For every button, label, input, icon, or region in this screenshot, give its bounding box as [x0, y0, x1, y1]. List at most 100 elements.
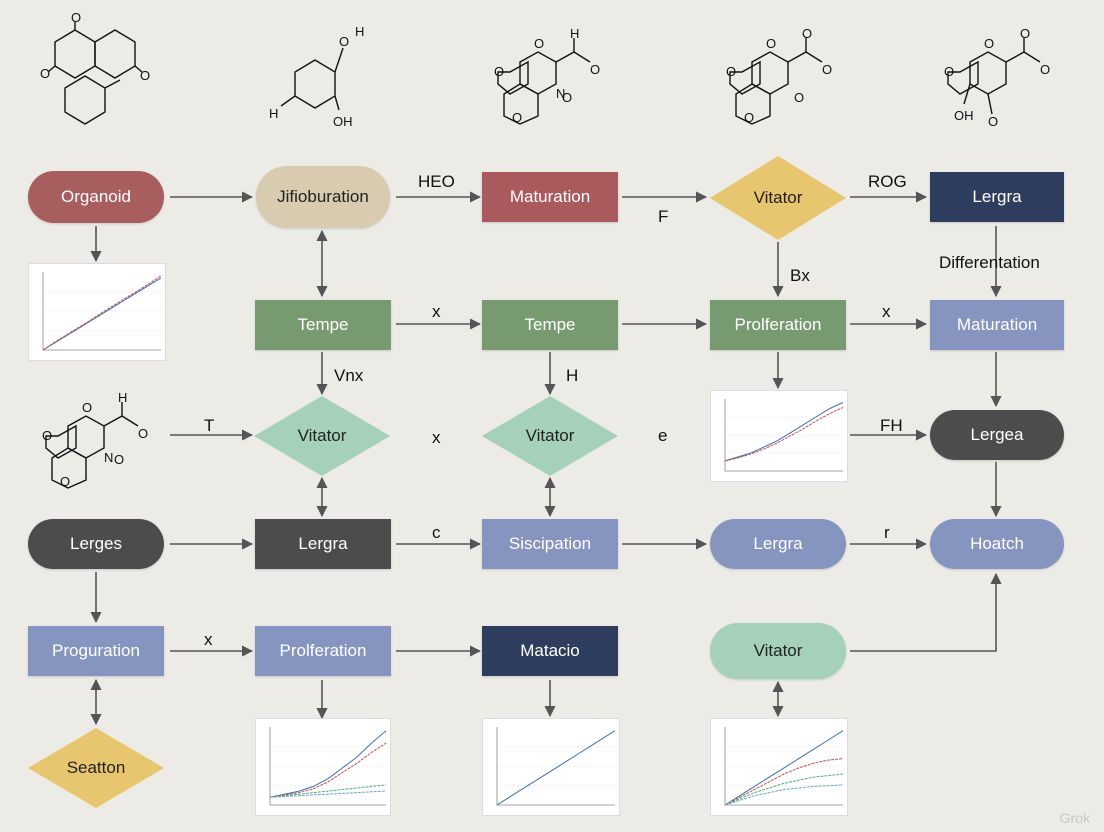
chart-series-line [269, 784, 387, 798]
chart-axis [269, 727, 386, 806]
svg-text:O: O [766, 36, 776, 51]
lergra-node-top[interactable]: Lergra [930, 172, 1064, 222]
svg-text:H: H [118, 392, 127, 405]
edge-label-rog: ROG [868, 172, 907, 191]
node-label: Lergra [298, 534, 348, 553]
svg-text:H: H [269, 106, 278, 121]
chart-series-line [496, 730, 616, 806]
tempe-node-1[interactable]: Tempe [255, 300, 391, 350]
svg-text:O: O [562, 90, 572, 105]
svg-text:N: N [556, 86, 565, 101]
edge-label-differentation: Differentation [939, 253, 1040, 272]
chart-axis [724, 399, 843, 472]
arrow [850, 572, 1002, 652]
seatton-decision[interactable]: Seatton [28, 728, 164, 808]
molecule-4-icon: O O O O O O [726, 28, 832, 125]
node-label: Vitator [297, 426, 347, 445]
vitator-oval-node[interactable]: Vitator [710, 623, 846, 679]
hoatch-node[interactable]: Hoatch [930, 519, 1064, 569]
diamond-shape [482, 396, 618, 476]
vitator-decision-top[interactable]: Vitator [710, 156, 846, 240]
siscipation-node[interactable]: Siscipation [482, 519, 618, 569]
chart-series-line [724, 730, 844, 806]
maturation-node-top[interactable]: Maturation [482, 172, 618, 222]
diamond-shape [254, 396, 390, 476]
prolferation-node-low[interactable]: Prolferation [255, 626, 391, 676]
prolferation-node-mid[interactable]: Prolferation [710, 300, 846, 350]
edge-label-h: H [566, 366, 579, 385]
chart-series-line [269, 790, 387, 798]
svg-text:N: N [104, 450, 113, 465]
edge-label-f: F [658, 207, 669, 226]
edge-label-heo: HEO [418, 172, 455, 191]
organoid-node[interactable]: Organoid [28, 171, 164, 223]
node-label: Tempe [524, 315, 576, 334]
svg-text:O: O [71, 10, 81, 25]
molecule-3-icon: O H O N O O O [494, 28, 600, 125]
jifioburation-node[interactable]: Jifioburation [256, 166, 390, 228]
node-label: Proguration [52, 641, 140, 660]
node-label: Hoatch [970, 534, 1024, 553]
node-label: Vitator [753, 188, 803, 207]
vitator-decision-mid-1[interactable]: Vitator [254, 396, 390, 476]
lerges-node[interactable]: Lerges [28, 519, 164, 569]
edge-label-c: c [432, 523, 441, 542]
line-chart-5 [710, 718, 848, 816]
proguration-node[interactable]: Proguration [28, 626, 164, 676]
svg-text:O: O [534, 36, 544, 51]
svg-text:O: O [726, 64, 736, 79]
chart-series-line [724, 407, 844, 462]
svg-text:OH: OH [333, 114, 353, 129]
node-label: Seatton [66, 758, 126, 777]
svg-text:O: O [138, 426, 148, 441]
molecule-2-icon: H O H OH [269, 24, 364, 129]
node-label: Lergra [972, 187, 1022, 206]
edge-label-x3: x [432, 428, 441, 447]
svg-text:O: O [82, 400, 92, 415]
node-label: Prolferation [279, 641, 367, 660]
matacio-node[interactable]: Matacio [482, 626, 618, 676]
edge-label-x2: x [882, 302, 891, 321]
diamond-shape [28, 728, 164, 808]
edge-label-x4: x [204, 630, 213, 649]
node-label: Lerges [70, 534, 122, 553]
node-label: Matacio [520, 641, 580, 660]
chart-series-line [724, 773, 844, 806]
svg-text:O: O [60, 474, 70, 489]
edge-label-x1: x [432, 302, 441, 321]
node-label: Vitator [525, 426, 575, 445]
svg-text:O: O [802, 28, 812, 41]
edge-label-e: e [658, 426, 668, 445]
svg-text:O: O [1040, 62, 1050, 77]
svg-text:O: O [494, 64, 504, 79]
lergea-node[interactable]: Lergea [930, 410, 1064, 460]
edge-label-fh: FH [880, 416, 903, 435]
svg-text:O: O [42, 428, 52, 443]
maturation-node-mid[interactable]: Maturation [930, 300, 1064, 350]
lergra-oval-node[interactable]: Lergra [710, 519, 846, 569]
svg-text:H: H [570, 28, 579, 41]
chart-series-line [269, 730, 387, 798]
molecule-6-icon: O H O O N O O [42, 392, 148, 489]
svg-text:O: O [944, 64, 954, 79]
chart-series-line [42, 277, 162, 351]
node-label: Lergea [970, 425, 1024, 444]
svg-text:O: O [114, 452, 124, 467]
svg-text:OH: OH [954, 108, 974, 123]
node-label: Organoid [61, 187, 131, 206]
node-label: Jifioburation [277, 187, 369, 206]
line-chart-3 [255, 718, 391, 816]
diamond-shape [710, 156, 846, 240]
svg-text:O: O [140, 68, 150, 83]
tempe-node-2[interactable]: Tempe [482, 300, 618, 350]
chart-series-line [42, 275, 162, 351]
node-label: Vitator [753, 641, 803, 660]
lergra-node-mid[interactable]: Lergra [255, 519, 391, 569]
line-chart-4 [482, 718, 620, 816]
svg-text:O: O [988, 114, 998, 128]
grok-watermark: Grok [1059, 810, 1090, 826]
svg-text:O: O [794, 90, 804, 105]
node-label: Maturation [509, 187, 591, 206]
vitator-decision-mid-2[interactable]: Vitator [482, 396, 618, 476]
